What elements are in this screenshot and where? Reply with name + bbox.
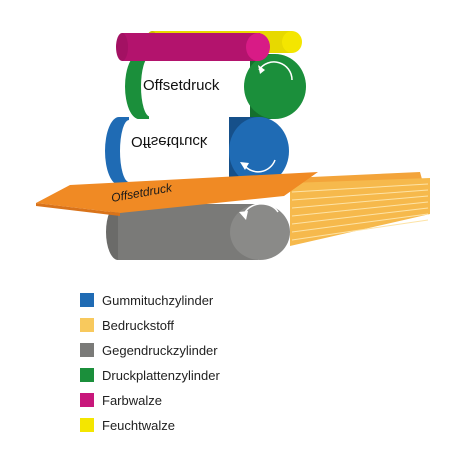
legend-label: Gummituchzylinder <box>102 292 214 308</box>
impression-rotation-arrow-icon <box>243 203 279 216</box>
impression-cylinder <box>106 203 290 260</box>
paper-stack <box>290 172 430 246</box>
printed-sheet: Offsetdruck <box>36 172 318 216</box>
blanket-rotation-arrow-icon <box>243 159 276 173</box>
legend-label: Gegendruckzylinder <box>102 342 218 358</box>
legend-swatch <box>80 293 94 307</box>
legend-swatch <box>80 318 94 332</box>
legend-item: Gummituchzylinder <box>80 291 360 309</box>
legend-label: Farbwalze <box>102 392 162 408</box>
legend-item: Gegendruckzylinder <box>80 341 360 359</box>
plate-cylinder: Offsetdruck <box>125 54 306 119</box>
legend-label: Feuchtwalze <box>102 417 175 433</box>
legend-swatch <box>80 393 94 407</box>
inking-roller <box>116 33 270 61</box>
legend-label: Druckplattenzylinder <box>102 367 220 383</box>
legend-label: Bedruckstoff <box>102 317 175 333</box>
legend-item: Bedruckstoff <box>80 316 360 334</box>
legend-item: Druckplattenzylinder <box>80 366 360 384</box>
legend-swatch <box>80 368 94 382</box>
legend-swatch <box>80 418 94 432</box>
legend-swatch <box>80 343 94 357</box>
legend-item: Farbwalze <box>80 391 360 409</box>
plate-cylinder-label: Offsetdruck <box>143 77 220 94</box>
blanket-cylinder-label: Offsetdruck <box>131 133 208 150</box>
blanket-cylinder: Offsetdruck <box>105 117 289 185</box>
legend-item: Feuchtwalze <box>80 416 360 434</box>
plate-rotation-arrow-icon <box>258 61 293 81</box>
